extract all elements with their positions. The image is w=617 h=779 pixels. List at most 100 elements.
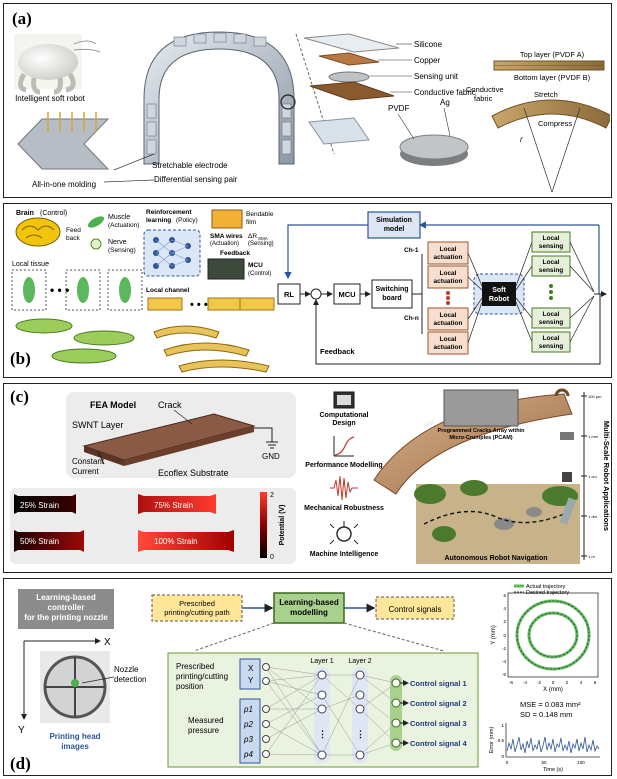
- output-label-3: Control signal 3: [410, 719, 467, 728]
- mcu-small: MCU: [248, 262, 263, 269]
- gnd-symbol: [266, 441, 278, 449]
- input-p4: p4: [243, 750, 253, 759]
- strain-25-label: 25% Strain: [20, 501, 59, 510]
- mcu-control: (Control): [248, 271, 271, 277]
- scale-item-3: [562, 472, 572, 482]
- err-ytick-1: 0.5: [498, 738, 505, 743]
- panel-d-label: (d): [10, 754, 31, 773]
- arch-structure: [143, 31, 295, 165]
- robot-caption: Intelligent soft robot: [15, 94, 86, 103]
- navigation-label: Autonomous Robot Navigation: [444, 555, 547, 562]
- traj-xtick-3: 0: [552, 680, 555, 685]
- nn-edges: [155, 239, 189, 267]
- muscle-label: Muscle: [108, 214, 130, 221]
- input-p1: p1: [243, 705, 253, 714]
- ppos-line-3: position: [176, 682, 204, 691]
- err-ytick-0: 1: [501, 723, 504, 728]
- ecoflex-label: Ecoflex Substrate: [158, 468, 229, 478]
- nozzle-leader: [81, 676, 115, 684]
- colorbar-label: Potential (V): [279, 505, 286, 546]
- dr-sub: SMA: [258, 236, 268, 241]
- nd-line-1: Nozzle: [114, 665, 139, 674]
- pvdf-label: PVDF: [388, 104, 409, 113]
- strain-75: [138, 494, 216, 514]
- crack-label: Crack: [158, 400, 182, 410]
- gnd-wire: [254, 427, 273, 442]
- al2b: actuation: [434, 278, 463, 285]
- robustness-label: Mechanical Robustness: [304, 505, 384, 512]
- layer1-column: [314, 667, 330, 763]
- conductive-fabric-label: Conductive fabric: [414, 88, 476, 97]
- panel-c-illustration: (c) FEA Model Crack SWNT Layer GND Const…: [10, 387, 611, 564]
- traj-xlabel: X (mm): [543, 687, 563, 693]
- input-y: Y: [248, 676, 254, 685]
- pcam-line-2: Micro-Crumples (PCAM): [449, 435, 512, 441]
- ellipsis-2: • • •: [190, 299, 208, 311]
- traj-xtick-1: -4: [523, 680, 527, 685]
- bottom-layer-label: Bottom layer (PVDF B): [514, 73, 591, 82]
- rl-title-line-1: Reinforcement: [146, 209, 192, 216]
- muscle-icon: [87, 216, 105, 228]
- switching-board-box: [371, 279, 413, 309]
- intelligence-icon: [336, 526, 352, 542]
- output-label-1: Control signal 1: [410, 679, 467, 688]
- fea-sheet-front: [124, 426, 254, 466]
- molding-springs: [47, 112, 97, 132]
- strain-100: [138, 530, 234, 552]
- nn-input-nodes: [262, 663, 270, 758]
- ph-line-1: Printing head: [49, 732, 100, 741]
- mp-line-2: pressure: [188, 726, 220, 735]
- molding-base: [17, 118, 110, 170]
- scale-tick-3: 1 dm: [588, 514, 598, 519]
- feedback-small: Feedback: [220, 250, 250, 257]
- cc-line-1: Constant: [72, 457, 105, 466]
- swnt-label: SWNT Layer: [72, 420, 123, 430]
- panel-b-label: (b): [10, 349, 31, 368]
- intelligence-label: Machine Intelligence: [310, 551, 379, 558]
- pvdf-disk-top: [399, 134, 469, 160]
- ch1-label: Ch-1: [404, 247, 419, 254]
- compress-label: Compress: [538, 119, 572, 128]
- nd-line-2: detection: [114, 675, 146, 684]
- lm-line-2: modelling: [290, 608, 328, 617]
- mcu-box-label: MCU: [338, 290, 355, 299]
- scene-rocks: [494, 507, 542, 530]
- local-channel-label: Local channel: [146, 287, 190, 294]
- cc-line-2: Current: [72, 467, 99, 476]
- ag-label: Ag: [440, 98, 450, 107]
- radius-label: r: [520, 135, 523, 144]
- colorbar-min: 0: [270, 554, 274, 561]
- perf-curve: [334, 436, 355, 456]
- input-p2: p2: [243, 720, 253, 729]
- brain-sub: (Control): [40, 210, 67, 217]
- p-input-box: [239, 698, 261, 764]
- nn-connections: [265, 666, 397, 756]
- desired-outer: [516, 600, 590, 670]
- nn-hidden-nodes: [317, 670, 365, 760]
- layer2-label: Layer 2: [348, 658, 371, 665]
- err-ylabel: Error (mm): [489, 727, 495, 754]
- ctrl-line-1: Learning-based: [36, 593, 96, 602]
- err-xticks: 0 50 100: [506, 760, 586, 765]
- side-fabric-line-2: fabric: [474, 94, 493, 103]
- scale-tick-1: 1 mm: [588, 434, 599, 439]
- robustness-icon: [330, 475, 358, 501]
- soft-robot-body: [18, 44, 78, 80]
- traj-ytick-3: 0: [503, 633, 506, 638]
- pvdf-leader: [397, 113, 415, 140]
- actuation-boxes: [427, 241, 469, 355]
- panel-a-label: (a): [12, 9, 32, 28]
- control-signals-label: Control signals: [389, 605, 442, 614]
- local-channel-strips: [147, 297, 275, 311]
- local-tissue-label: Local tissue: [12, 261, 49, 268]
- layer-substrate: [308, 117, 370, 145]
- strain-25: [14, 494, 76, 514]
